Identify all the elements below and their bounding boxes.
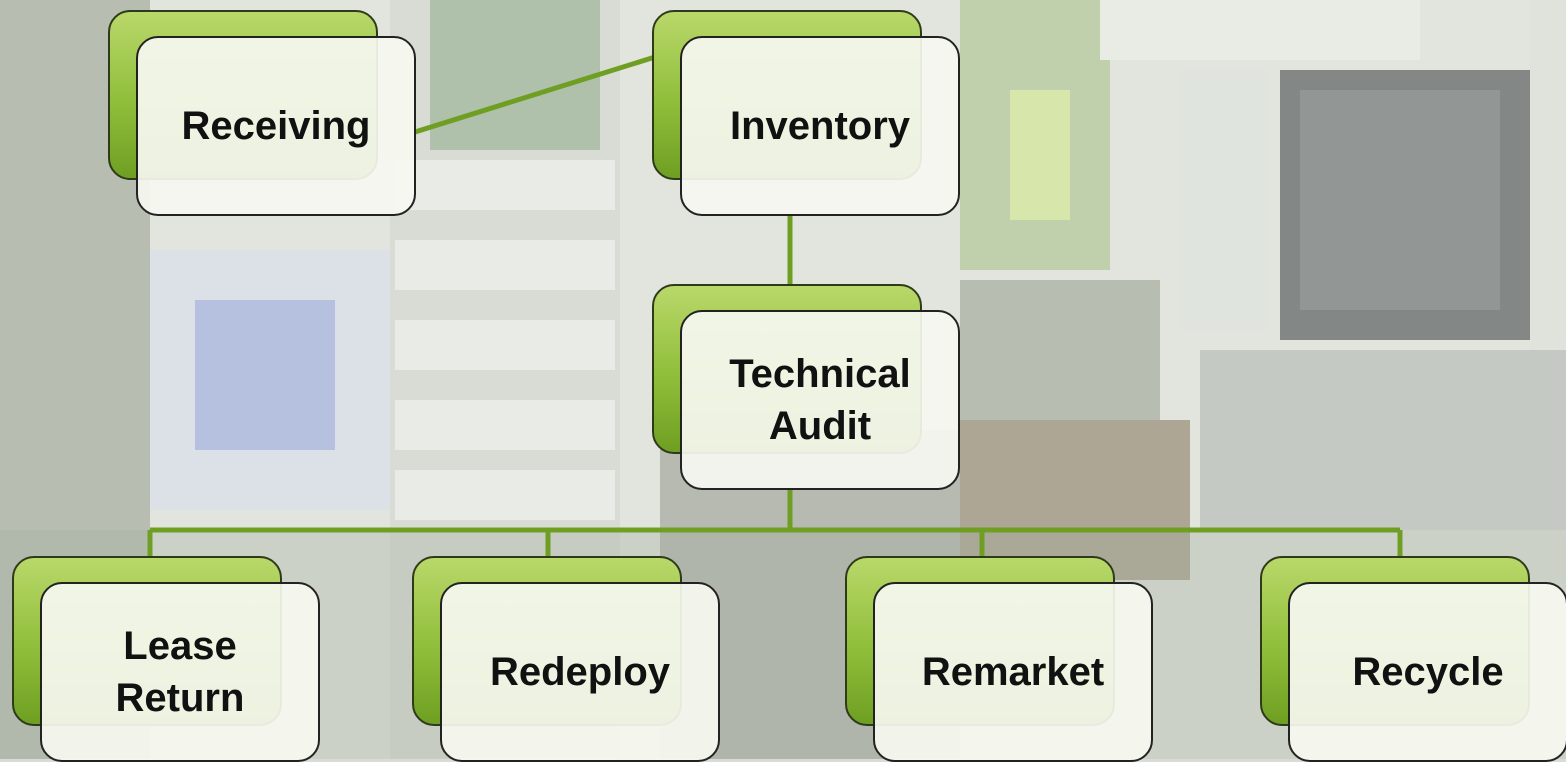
node-technical-audit-label: Technical Audit: [729, 352, 911, 448]
connector-receiving-inventory: [414, 54, 656, 135]
node-receiving: Receiving: [108, 10, 416, 216]
node-technical-audit: Technical Audit: [652, 284, 960, 490]
node-inventory: Inventory: [652, 10, 960, 216]
node-lease-return-box: Lease Return: [40, 582, 320, 762]
node-recycle-label: Recycle: [1352, 650, 1504, 694]
node-receiving-box: Receiving: [136, 36, 416, 216]
node-redeploy-box: Redeploy: [440, 582, 720, 762]
node-recycle: Recycle: [1260, 556, 1566, 762]
node-remarket-box: Remarket: [873, 582, 1153, 762]
node-recycle-box: Recycle: [1288, 582, 1566, 762]
node-redeploy: Redeploy: [412, 556, 720, 762]
node-lease-return: Lease Return: [12, 556, 320, 762]
node-remarket: Remarket: [845, 556, 1153, 762]
node-inventory-box: Inventory: [680, 36, 960, 216]
node-inventory-label: Inventory: [729, 104, 911, 148]
node-technical-audit-box: Technical Audit: [680, 310, 960, 490]
node-receiving-label: Receiving: [181, 104, 371, 148]
node-remarket-label: Remarket: [921, 650, 1105, 694]
node-lease-return-label: Lease Return: [115, 624, 245, 720]
node-redeploy-label: Redeploy: [489, 650, 671, 694]
